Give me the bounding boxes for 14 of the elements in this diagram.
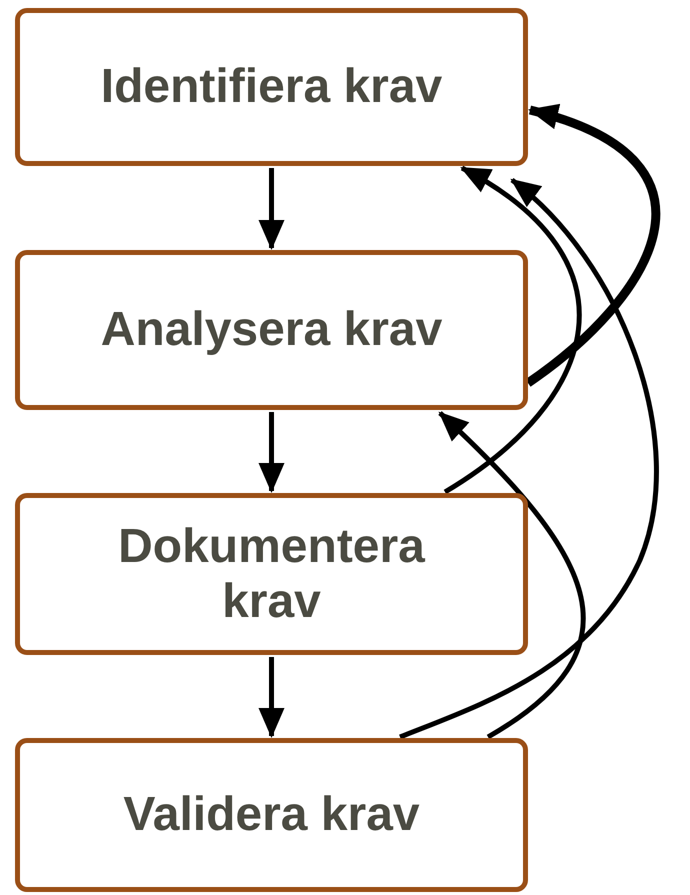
process-box xyxy=(15,8,528,166)
arrow xyxy=(258,657,284,738)
process-box xyxy=(15,738,528,892)
step-label: Identifiera krav xyxy=(100,59,442,115)
arrow xyxy=(444,166,581,494)
arrow xyxy=(258,412,284,493)
process-box xyxy=(15,250,528,410)
process-box xyxy=(15,493,528,655)
arrow xyxy=(438,411,586,740)
arrow xyxy=(399,178,659,740)
arrow xyxy=(258,168,284,250)
step-label: Validera krav xyxy=(123,787,420,843)
step-label: Dokumentera krav xyxy=(117,518,426,630)
step-label: Analysera krav xyxy=(100,302,442,358)
